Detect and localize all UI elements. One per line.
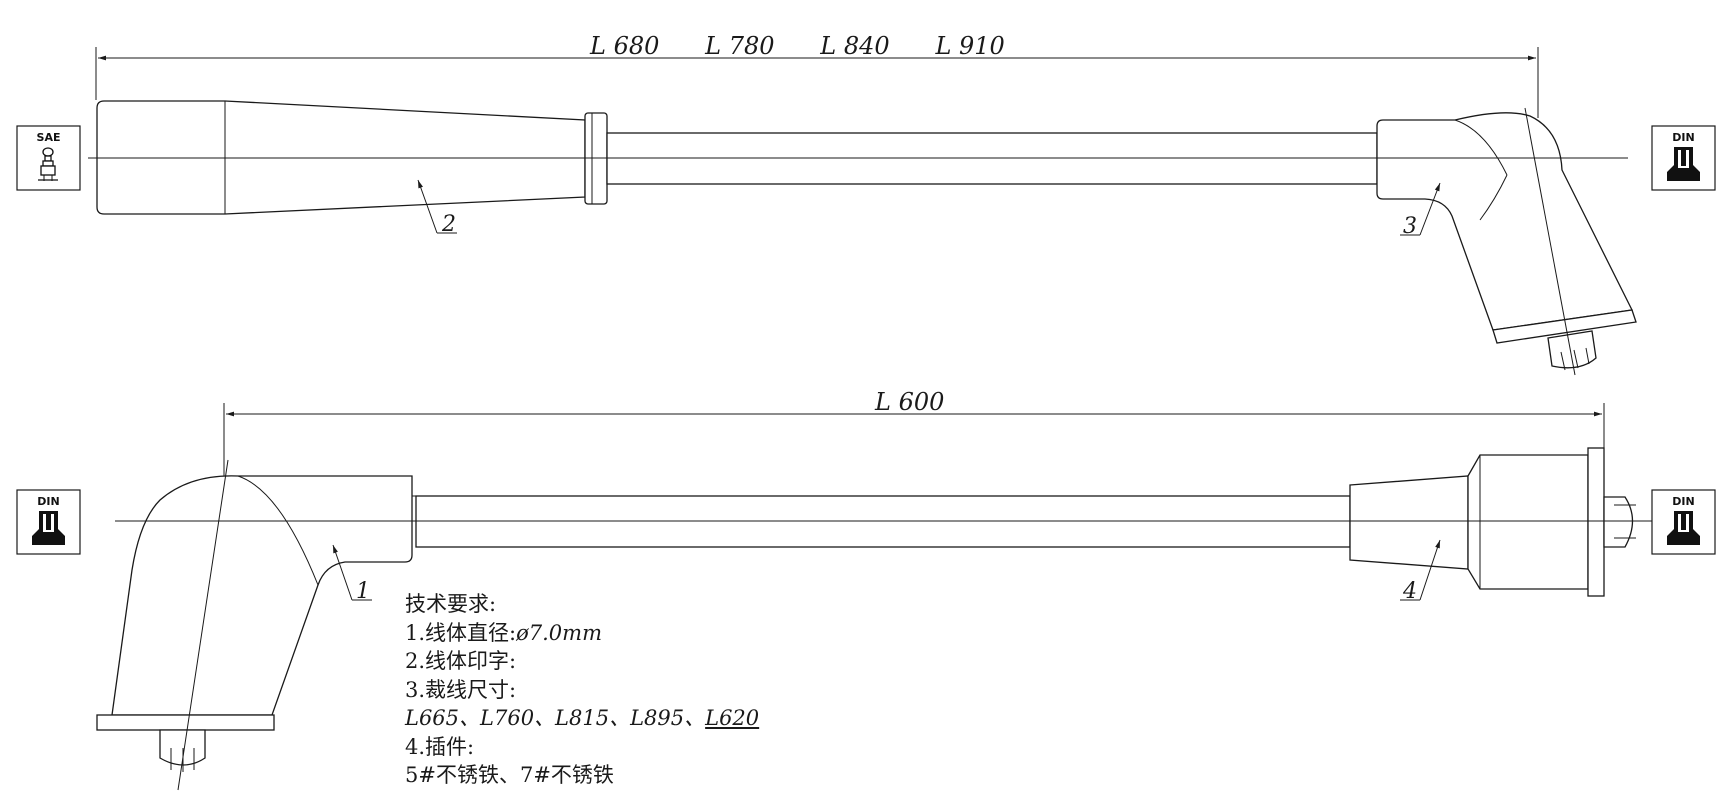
badge-label-sae: SAE (37, 131, 61, 144)
callout-1: 1 (356, 579, 370, 604)
din-elbow-boot-b (111, 475, 413, 716)
length-label-b: L 600 (874, 388, 944, 416)
cut-length-underlined: L620 (705, 706, 760, 730)
callout-3: 3 (1403, 214, 1417, 239)
callout-4: 4 (1402, 579, 1417, 604)
note-item-1: 1.线体直径:ø7.0mm (405, 619, 759, 648)
straight-terminal-b (1603, 496, 1634, 548)
din-terminal-icon (32, 511, 65, 545)
sae-terminal-badge: SAE (16, 125, 81, 191)
elbow-centerline-b (177, 459, 229, 791)
wire-a: L 680 L 780 L 840 L 910 2 3 (88, 32, 1637, 376)
length-label-a: L 680 L 780 L 840 L 910 (589, 32, 1005, 60)
elbow-curve (1479, 174, 1508, 221)
technical-requirements: 技术要求: 1.线体直径:ø7.0mm 2.线体印字: 3.裁线尺寸: L665… (405, 590, 759, 790)
straight-boot-flange (1587, 447, 1605, 597)
leader-4 (1419, 539, 1441, 601)
din-terminal-icon (1667, 511, 1700, 545)
terminal-slot (1585, 347, 1590, 365)
notes-heading: 技术要求: (405, 592, 497, 616)
note-item-2: 2.线体印字: (405, 649, 517, 673)
callout-2: 2 (441, 212, 456, 237)
note-item-1-label: 1.线体直径: (405, 620, 517, 645)
elbow-flange-b (96, 714, 275, 731)
din-terminal-badge-b-right: DIN (1651, 489, 1716, 555)
din-straight-boot-body (1467, 454, 1589, 590)
sae-terminal-icon (38, 147, 58, 181)
leader-1 (332, 544, 353, 601)
badge-label-din-b-left: DIN (37, 495, 59, 508)
din-terminal-badge-a: DIN (1651, 125, 1716, 191)
note-item-1-value: ø7.0mm (516, 620, 602, 645)
note-item-3-values: L665、L760、L815、L895、L620 (405, 704, 759, 733)
note-item-3: 3.裁线尺寸: (405, 677, 517, 702)
din-straight-boot-taper (1349, 475, 1469, 570)
elbow-centerline-a (1524, 107, 1576, 376)
elbow-seam-b (237, 475, 319, 586)
badge-label-din-a: DIN (1672, 131, 1694, 144)
elbow-terminal-a (1547, 330, 1597, 369)
terminal-slot (1560, 351, 1566, 371)
note-item-4: 4.插件: (405, 734, 475, 759)
leader-2 (417, 179, 438, 234)
terminal-slot (1573, 349, 1579, 369)
cut-lengths: L665、L760、L815、L895、 (405, 706, 706, 730)
elbow-seam (1454, 119, 1508, 176)
din-terminal-badge-b-left: DIN (16, 489, 81, 555)
elbow-flange-a (1492, 309, 1637, 344)
din-terminal-icon (1667, 147, 1700, 181)
din-elbow-boot-a (1376, 112, 1633, 331)
note-item-4-value: 5#不锈铁、7#不锈铁 (405, 763, 614, 787)
badge-label-din-b-right: DIN (1672, 495, 1694, 508)
leader-3 (1419, 182, 1441, 236)
wire-b: L 600 1 4 (96, 388, 1660, 791)
